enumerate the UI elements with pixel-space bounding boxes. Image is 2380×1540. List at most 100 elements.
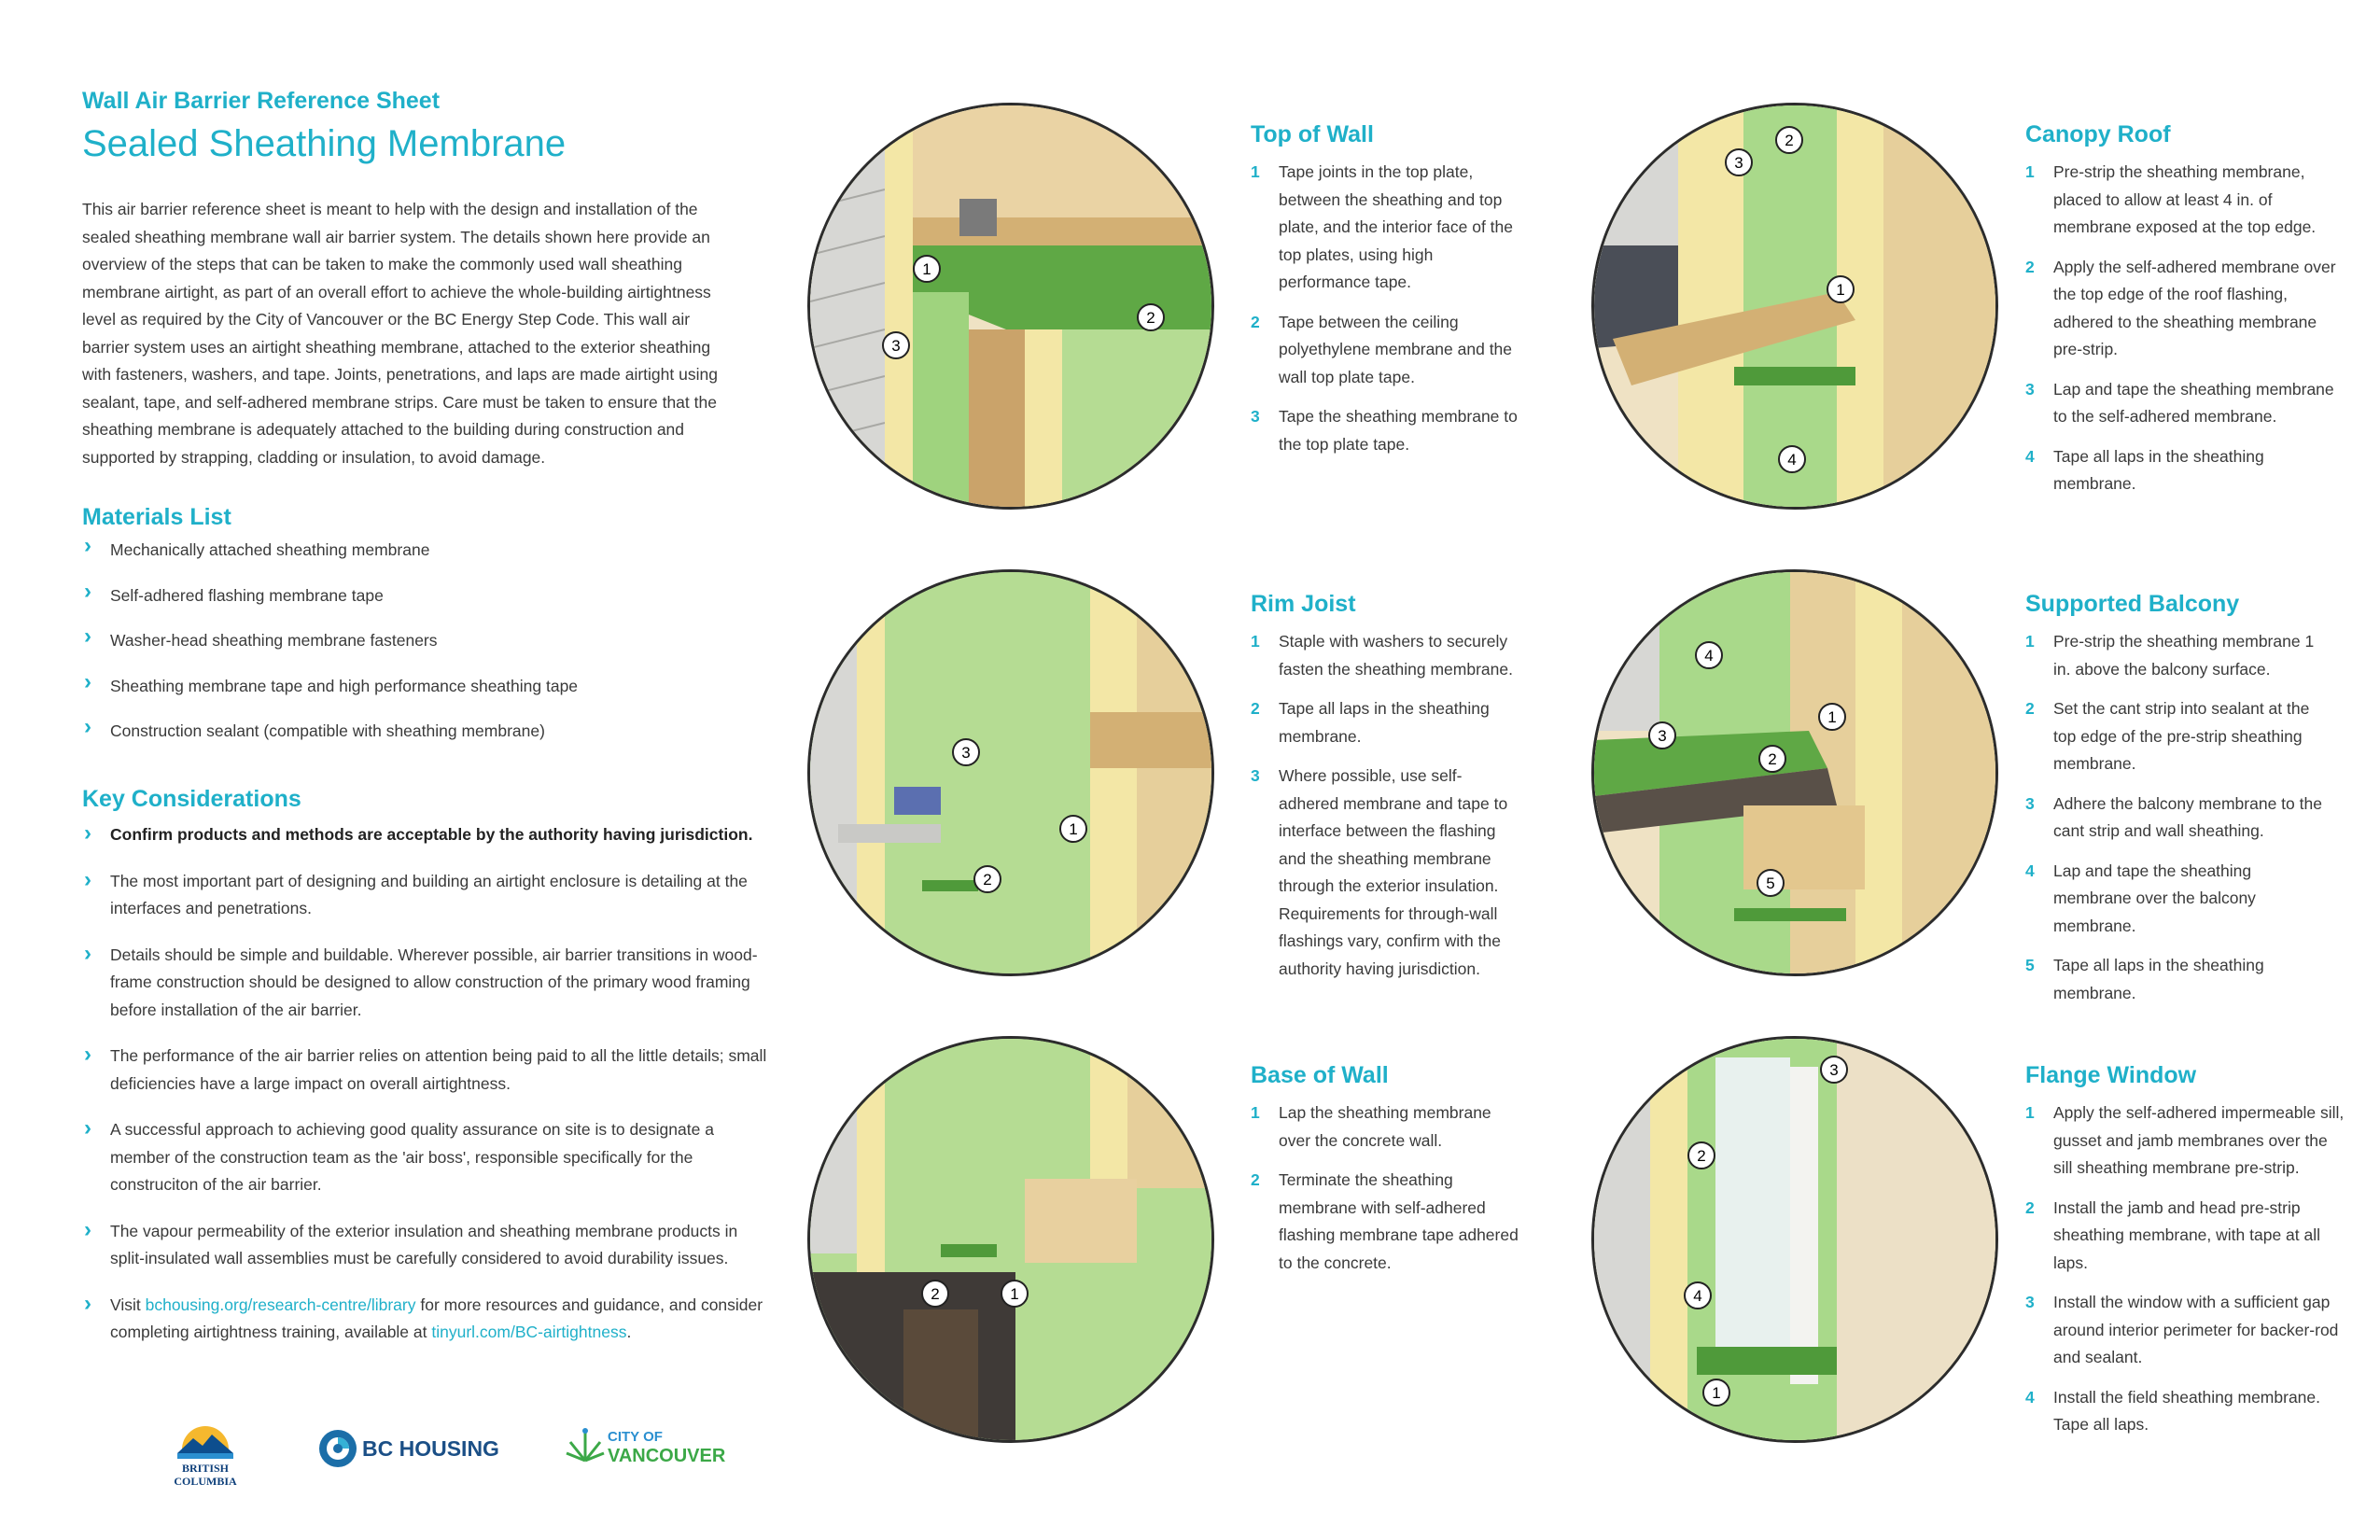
svg-text:2: 2 [1768,750,1776,768]
library-link[interactable]: bchousing.org/research-centre/library [145,1295,416,1314]
list-item: The vapour permeability of the exterior … [82,1216,773,1273]
supported-balcony-heading: Supported Balcony [2025,591,2240,617]
svg-text:1: 1 [1836,281,1844,299]
list-item: Construction sealant (compatible with sh… [82,717,754,766]
list-item: A successful approach to achieving good … [82,1114,773,1199]
page-title: Sealed Sheathing Membrane [82,123,567,164]
callout-4: 4 [1682,1280,1714,1311]
considerations-heading: Key Considerations [82,786,301,812]
intro-paragraph: This air barrier reference sheet is mean… [82,200,718,467]
bc-logo: BRITISH COLUMBIA [163,1414,247,1489]
callout-2: 2 [1686,1140,1717,1171]
svg-text:3: 3 [1829,1061,1838,1079]
callout-3: 3 [1818,1054,1850,1085]
list-item: Sheathing membrane tape and high perform… [82,672,754,721]
materials-list: Mechanically attached sheathing membrane… [82,536,754,766]
base-of-wall-heading: Base of Wall [1251,1062,1389,1088]
callout-1: 1 [1057,813,1089,845]
callout-3: 3 [1646,720,1678,751]
callout-1: 1 [1825,273,1856,305]
svg-text:1: 1 [1069,820,1077,838]
supported-balcony-illustration: 4 1 3 2 5 [1591,569,1998,976]
svg-text:3: 3 [891,337,900,355]
svg-text:4: 4 [1693,1287,1701,1305]
top-of-wall-heading: Top of Wall [1251,121,1374,147]
callout-2: 2 [1757,743,1788,775]
callout-2: 2 [972,863,1003,895]
callout-4: 4 [1776,443,1808,475]
materials-heading: Materials List [82,504,231,530]
svg-text:3: 3 [1658,727,1666,745]
callout-2: 2 [919,1278,951,1309]
list-item: Self-adhered flashing membrane tape [82,581,754,631]
list-item: Mechanically attached sheathing membrane [82,536,754,585]
svg-text:2: 2 [983,871,991,889]
svg-text:5: 5 [1766,875,1774,892]
list-item: Confirm products and methods are accepta… [82,819,773,849]
list-item: The performance of the air barrier relie… [82,1041,773,1098]
list-item-visit: Visit bchousing.org/research-centre/libr… [82,1290,773,1347]
base-of-wall-illustration: 2 1 [807,1036,1214,1443]
canopy-roof-heading: Canopy Roof [2025,121,2171,147]
svg-text:1: 1 [922,260,931,278]
svg-text:2: 2 [931,1285,939,1303]
svg-text:1: 1 [1827,708,1836,726]
callout-3: 3 [950,736,982,768]
svg-text:3: 3 [1734,154,1743,172]
rim-joist-heading: Rim Joist [1251,591,1356,617]
list-item: The most important part of designing and… [82,866,773,923]
list-item: Washer-head sheathing membrane fasteners [82,626,754,676]
callout-2: 2 [1135,301,1167,333]
svg-text:1: 1 [1712,1384,1720,1402]
callout-1: 1 [911,253,943,285]
callout-5: 5 [1755,867,1786,899]
considerations-list: Confirm products and methods are accepta… [82,819,773,1365]
svg-text:2: 2 [1697,1147,1705,1165]
svg-text:COLUMBIA: COLUMBIA [174,1475,237,1488]
canopy-roof-illustration: 2 3 1 4 [1591,103,1998,510]
svg-text:2: 2 [1146,309,1155,327]
callout-4: 4 [1693,639,1725,671]
list-item: Details should be simple and buildable. … [82,940,773,1025]
svg-text:2: 2 [1785,132,1793,149]
vancouver-logo: CITY OF VANCOUVER [565,1423,725,1470]
top-of-wall-illustration: 1 2 3 [807,103,1214,510]
callout-3: 3 [1723,147,1755,178]
callout-1: 1 [999,1278,1030,1309]
svg-text:3: 3 [961,744,970,762]
svg-text:1: 1 [1010,1285,1018,1303]
svg-text:BRITISH: BRITISH [182,1462,230,1475]
training-link[interactable]: tinyurl.com/BC-airtightness [431,1323,627,1341]
svg-text:4: 4 [1704,647,1713,665]
callout-1: 1 [1816,701,1848,733]
sheet-kicker: Wall Air Barrier Reference Sheet [82,88,441,114]
callout-3: 3 [880,329,912,361]
bc-housing-logo: BC HOUSING [317,1428,499,1469]
flange-window-heading: Flange Window [2025,1062,2197,1088]
